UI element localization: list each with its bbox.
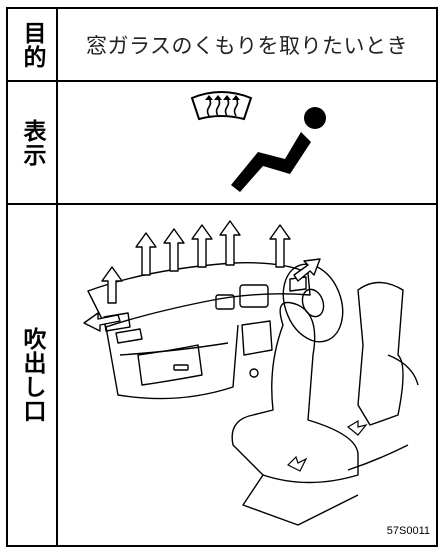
front-defroster-icon — [190, 91, 253, 121]
ventilation-mode-seat-icon — [231, 107, 326, 192]
purpose-label-cell: 目的 — [8, 9, 58, 80]
purpose-label: 目的 — [19, 20, 45, 69]
display-icons — [190, 91, 326, 192]
vents-label-cell: 吹出し口 — [8, 205, 58, 545]
vents-row: 吹出し口 — [8, 205, 436, 545]
vents-content-cell: 57S0011 — [58, 205, 436, 545]
display-label-cell: 表示 — [8, 82, 58, 203]
figure-code: 57S0011 — [386, 525, 430, 537]
airflow-arrows — [83, 220, 321, 332]
dashboard-outline — [87, 262, 311, 328]
display-row: 表示 — [8, 82, 436, 205]
purpose-row: 目的 窓ガラスのくもりを取りたいとき — [8, 9, 436, 82]
rear-seat — [357, 281, 404, 426]
purpose-text: 窓ガラスのくもりを取りたいとき — [85, 33, 409, 58]
front-seat — [231, 301, 359, 484]
display-label: 表示 — [19, 118, 45, 167]
vents-label: 吹出し口 — [19, 327, 45, 423]
display-content-cell — [58, 82, 436, 203]
center-display — [239, 284, 269, 308]
dashboard-illustration — [83, 220, 419, 526]
info-table: 目的 窓ガラスのくもりを取りたいとき 表示 — [6, 7, 438, 547]
purpose-content-cell: 窓ガラスのくもりを取りたいとき — [58, 9, 436, 80]
